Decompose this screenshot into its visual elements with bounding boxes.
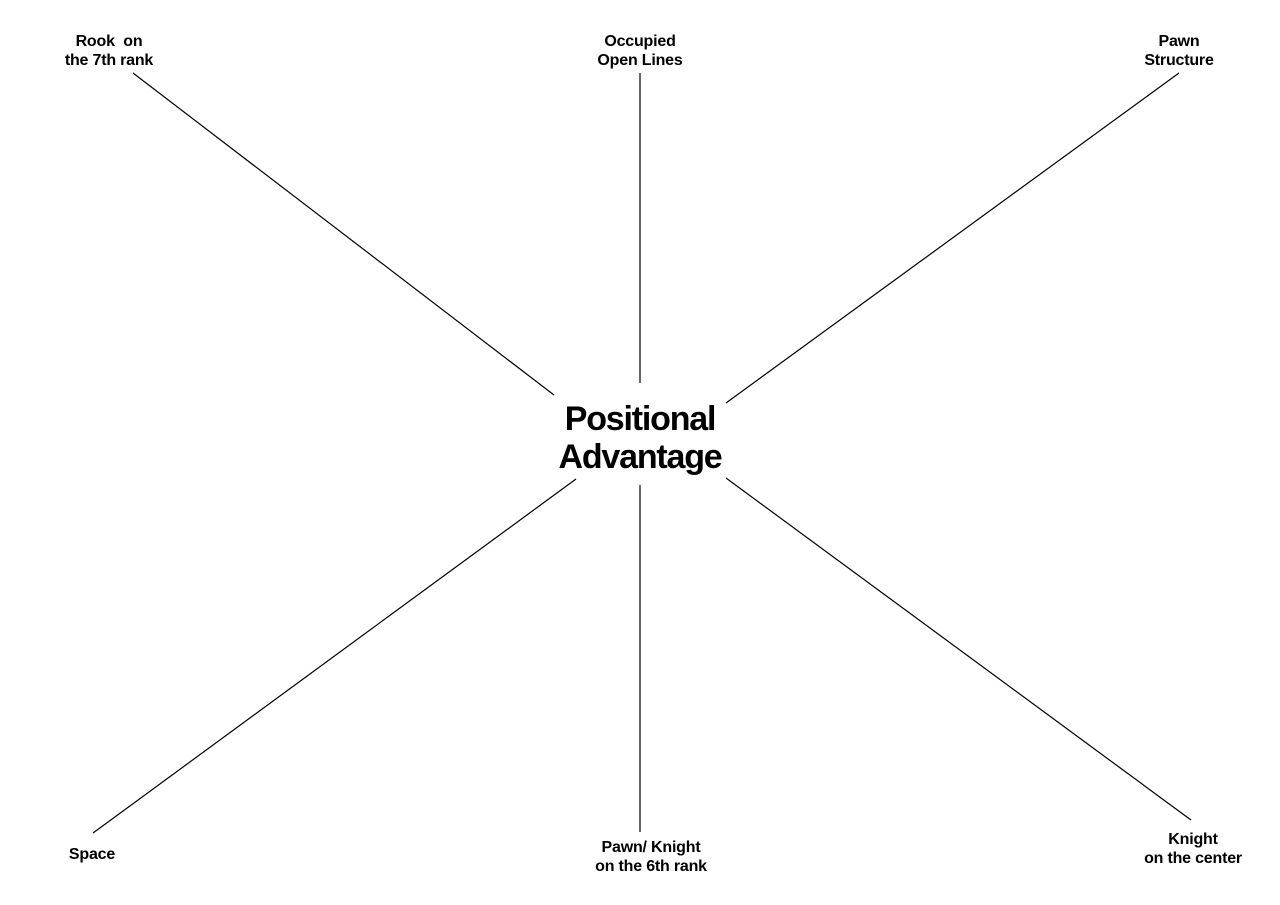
factor-knight-on-center: Knight on the center: [1144, 831, 1242, 867]
connector-pawn-structure: [725, 72, 1180, 404]
connector-space: [92, 478, 577, 834]
connector-knight-center: [725, 477, 1192, 821]
factor-occupied-open-lines: Occupied Open Lines: [597, 33, 683, 69]
factor-pawn-structure: Pawn Structure: [1144, 33, 1214, 69]
factor-space: Space: [68, 846, 116, 863]
connector-rook-7th: [132, 72, 555, 396]
central-topic: Positional Advantage: [558, 400, 722, 476]
factor-rook-7th-rank: Rook on the 7th rank: [64, 33, 154, 69]
factor-pawn-knight-6th-rank: Pawn/ Knight on the 6th rank: [595, 839, 707, 875]
